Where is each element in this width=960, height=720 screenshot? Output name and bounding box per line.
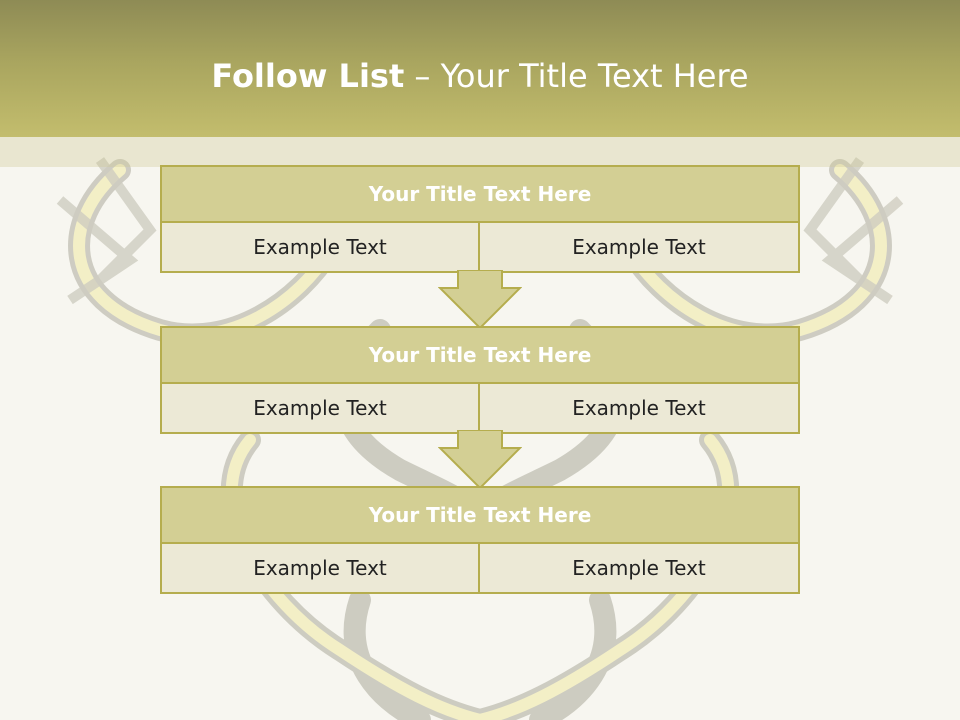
step-cell-left: Example Text — [160, 544, 480, 594]
step-cell-left: Example Text — [160, 384, 480, 434]
step-title: Your Title Text Here — [160, 486, 800, 544]
step-block-1: Your Title Text Here Example Text Exampl… — [160, 165, 800, 273]
step-block-2: Your Title Text Here Example Text Exampl… — [160, 326, 800, 434]
slide-title: Follow List – Your Title Text Here — [0, 56, 960, 96]
step-title: Your Title Text Here — [160, 326, 800, 384]
step-cells: Example Text Example Text — [160, 223, 800, 273]
slide-title-bold: Follow List — [211, 57, 405, 95]
down-arrow-icon — [438, 430, 522, 490]
step-cells: Example Text Example Text — [160, 384, 800, 434]
step-cell-right: Example Text — [480, 223, 800, 273]
step-title: Your Title Text Here — [160, 165, 800, 223]
step-cell-right: Example Text — [480, 384, 800, 434]
step-cell-left: Example Text — [160, 223, 480, 273]
title-banner — [0, 0, 960, 137]
title-banner-strip — [0, 137, 960, 167]
down-arrow-icon — [438, 270, 522, 330]
step-cells: Example Text Example Text — [160, 544, 800, 594]
step-block-3: Your Title Text Here Example Text Exampl… — [160, 486, 800, 594]
slide-title-rest: – Your Title Text Here — [404, 57, 749, 95]
step-cell-right: Example Text — [480, 544, 800, 594]
